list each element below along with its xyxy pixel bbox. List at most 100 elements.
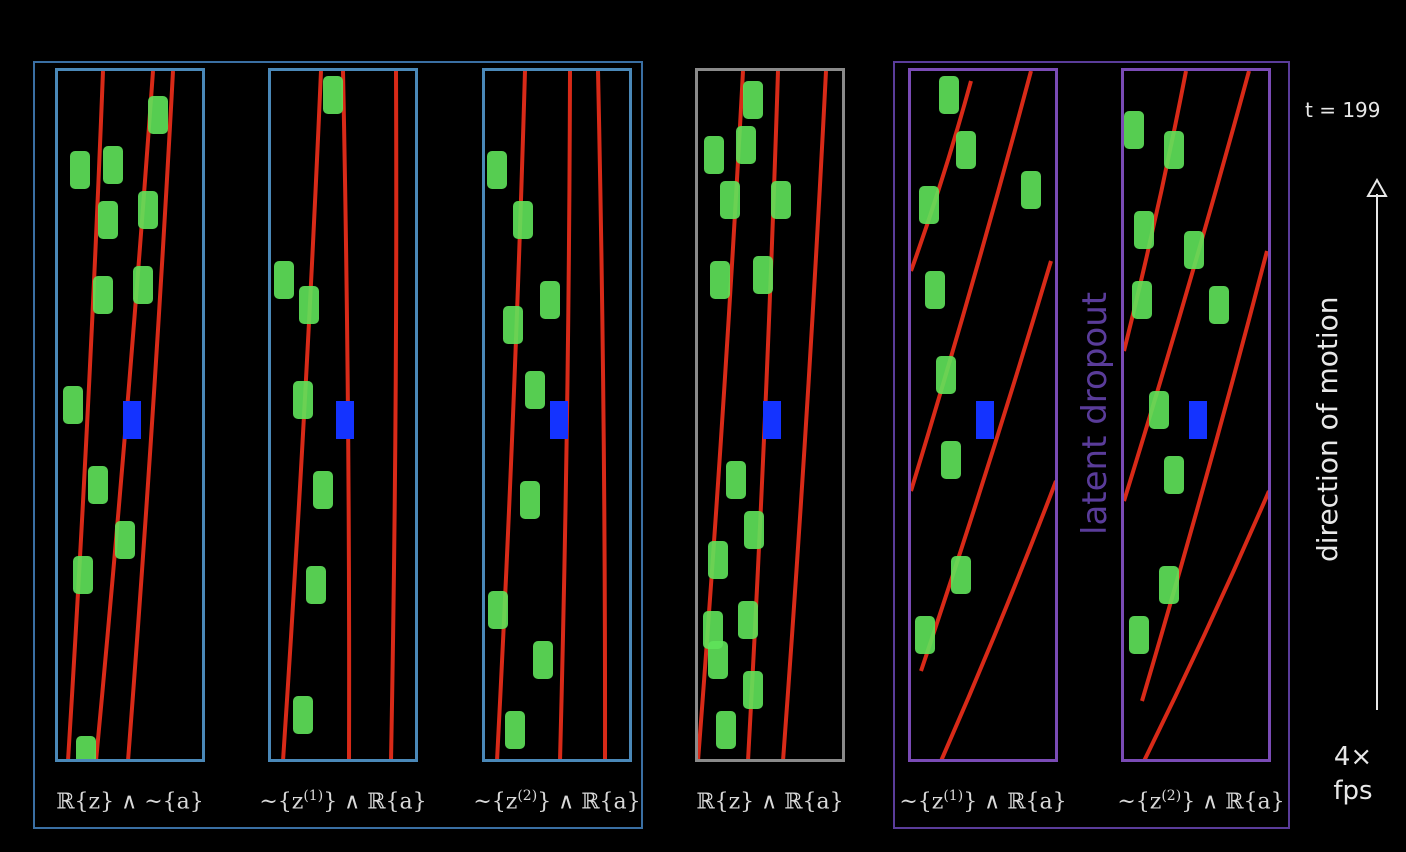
vehicle <box>520 481 540 519</box>
fps-unit: fps <box>1333 776 1373 806</box>
vehicle <box>503 306 523 344</box>
simulation-canvas <box>274 71 399 759</box>
direction-of-motion-label: direction of motion <box>1311 296 1344 562</box>
panel-caption-5: ~{z(1)} ∧ ℝ{a} <box>899 788 1067 815</box>
vehicle <box>753 256 773 294</box>
simulation-canvas <box>911 71 1055 759</box>
vehicle <box>1132 281 1152 319</box>
vehicle <box>726 461 746 499</box>
lane-line <box>911 80 973 272</box>
simulation-panel-3 <box>482 68 632 762</box>
vehicle <box>274 261 294 299</box>
vehicle <box>915 616 935 654</box>
vehicle <box>939 76 959 114</box>
vehicle <box>708 641 728 679</box>
vehicle <box>505 711 525 749</box>
vehicle <box>323 76 343 114</box>
simulation-canvas <box>1124 71 1268 759</box>
time-step-label: t = 199 <box>1305 98 1381 122</box>
panel-caption-3: ~{z(2)} ∧ ℝ{a} <box>473 788 641 815</box>
lane-line <box>66 71 105 759</box>
group-real-state-frame <box>33 61 643 829</box>
vehicle <box>716 711 736 749</box>
lane-line <box>126 71 175 759</box>
lane-line <box>389 71 399 759</box>
vehicle <box>1164 131 1184 169</box>
lane-line <box>1124 71 1251 502</box>
lane-line <box>596 71 608 759</box>
vehicle <box>70 151 90 189</box>
lane-line <box>911 71 1033 492</box>
lane-line <box>919 260 1053 672</box>
vehicle <box>956 131 976 169</box>
vehicle <box>138 191 158 229</box>
vehicle <box>313 471 333 509</box>
panel-caption-6: ~{z(2)} ∧ ℝ{a} <box>1117 788 1285 815</box>
vehicle <box>73 556 93 594</box>
arrow-up-icon <box>1366 177 1388 710</box>
ego-vehicle <box>1189 401 1207 439</box>
simulation-panel-2 <box>268 68 418 762</box>
vehicle <box>293 696 313 734</box>
ego-vehicle <box>336 401 354 439</box>
fps-multiplier: 4× <box>1333 742 1373 772</box>
vehicle <box>513 201 533 239</box>
simulation-canvas <box>487 71 608 759</box>
vehicle <box>293 381 313 419</box>
vehicle <box>1149 391 1169 429</box>
vehicle <box>743 81 763 119</box>
vehicle <box>708 541 728 579</box>
vehicle <box>103 146 123 184</box>
vehicle <box>540 281 560 319</box>
vehicle <box>63 386 83 424</box>
vehicle <box>488 591 508 629</box>
ego-vehicle <box>976 401 994 439</box>
vehicle <box>704 136 724 174</box>
vehicle <box>93 276 113 314</box>
vehicle <box>1164 456 1184 494</box>
simulation-panel-4 <box>695 68 845 762</box>
lane-line <box>698 71 745 759</box>
panel-caption-1: ℝ{z} ∧ ~{a} <box>56 789 204 815</box>
vehicle <box>487 151 507 189</box>
vehicle <box>710 261 730 299</box>
lane-line <box>939 480 1055 759</box>
vehicle <box>1209 286 1229 324</box>
panel-caption-2: ~{z(1)} ∧ ℝ{a} <box>259 788 427 815</box>
ego-vehicle <box>550 401 568 439</box>
vehicle <box>148 96 168 134</box>
vehicle <box>533 641 553 679</box>
ego-vehicle <box>763 401 781 439</box>
ego-vehicle <box>123 401 141 439</box>
vehicle <box>76 736 96 759</box>
vehicle <box>88 466 108 504</box>
vehicle <box>525 371 545 409</box>
vehicle <box>744 511 764 549</box>
lane-line <box>781 71 828 759</box>
group-latent-dropout-frame <box>893 61 1290 829</box>
vehicle <box>743 671 763 709</box>
vehicle <box>115 521 135 559</box>
simulation-panel-1 <box>55 68 205 762</box>
vehicle <box>1184 231 1204 269</box>
vehicle <box>1124 111 1144 149</box>
simulation-panel-5 <box>908 68 1058 762</box>
vehicle <box>925 271 945 309</box>
vehicle <box>1134 211 1154 249</box>
vehicle <box>720 181 740 219</box>
vehicle <box>1129 616 1149 654</box>
lane-line <box>1140 250 1268 702</box>
lane-line <box>1142 490 1268 759</box>
lane-line <box>495 71 527 759</box>
vehicle <box>306 566 326 604</box>
vehicle <box>299 286 319 324</box>
panel-caption-4: ℝ{z} ∧ ℝ{a} <box>696 789 844 815</box>
vehicle <box>951 556 971 594</box>
simulation-panel-6 <box>1121 68 1271 762</box>
vehicle <box>736 126 756 164</box>
vehicle <box>936 356 956 394</box>
fps-label: 4× fps <box>1318 740 1388 808</box>
vehicle <box>703 611 723 649</box>
vehicle <box>941 441 961 479</box>
simulation-canvas <box>63 71 175 759</box>
